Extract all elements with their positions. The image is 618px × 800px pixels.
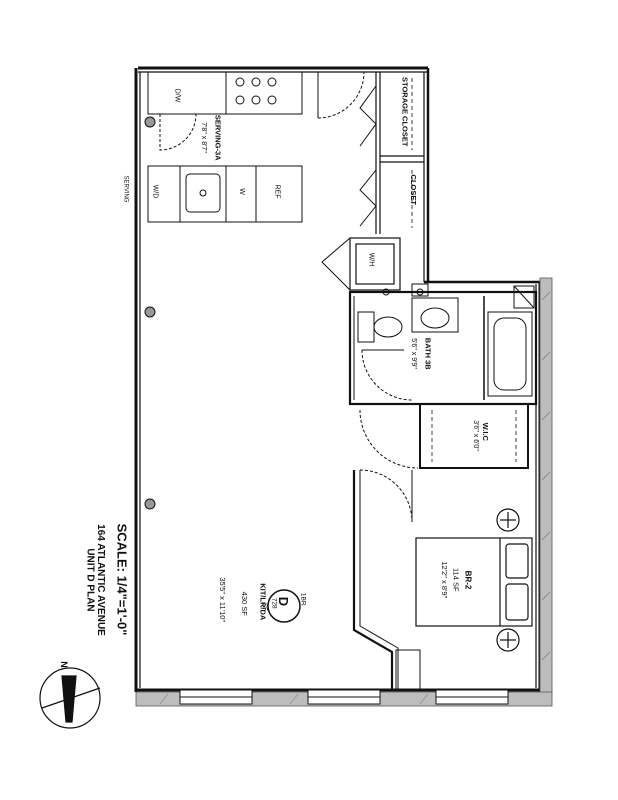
dw-label: D/W xyxy=(173,88,181,103)
title-scale: SCALE: 1/4"=1'-0" xyxy=(114,523,130,636)
kitchen-living-dims: 35'5" x 11'10" xyxy=(218,577,228,623)
masonry-band xyxy=(135,277,553,707)
bedroom-area: 114 SF xyxy=(451,567,461,592)
walk-in-closet xyxy=(359,403,529,469)
mechanical-box xyxy=(382,283,535,309)
windows xyxy=(179,689,509,705)
ref-label: REF xyxy=(273,184,281,199)
unit-area: 728 xyxy=(270,597,278,609)
kitchen-counters xyxy=(147,71,303,223)
bath-dims: 5'6" x 9'9" xyxy=(409,338,417,369)
wic-name: W.I.C xyxy=(480,422,490,441)
wh-label: W/H xyxy=(367,252,375,267)
closet-label: CLOSET xyxy=(408,174,418,205)
columns xyxy=(144,116,156,510)
wd-label-kitchen: W/D xyxy=(151,184,159,199)
unit-letter: D xyxy=(276,596,292,607)
title-block: 164 ATLANTIC AVENUE UNIT D PLAN SCALE: 1… xyxy=(18,523,130,665)
closets xyxy=(359,72,424,234)
entry-door xyxy=(317,71,365,119)
bath-name: BATH 3B xyxy=(423,337,433,370)
title-unit-plan: UNIT D PLAN xyxy=(84,548,96,612)
serving-room-name: SERVING-3A xyxy=(213,114,223,161)
bedroom-partition xyxy=(352,469,421,691)
unit-bedrooms: 1BR xyxy=(299,592,307,606)
storage-closet-label: STORAGE CLOSET xyxy=(400,77,410,147)
serving-room-dims: 7'8" x 8'7" xyxy=(199,122,207,153)
wall-note: SERVING xyxy=(122,175,129,203)
north-label: N xyxy=(58,661,69,668)
w-label: W xyxy=(237,188,245,195)
wic-dims: 3'6" x 6'0" xyxy=(471,420,479,451)
wd-closet xyxy=(321,237,401,291)
unit-tag xyxy=(267,589,301,623)
bathroom xyxy=(348,290,538,406)
kitchen-living-area: 430 SF xyxy=(239,591,249,616)
north-arrow xyxy=(39,667,101,729)
title-address: 164 ATLANTIC AVENUE xyxy=(94,524,106,636)
kitchen-living-name: KIT/LR/DA xyxy=(258,583,268,621)
bedroom-name: BR-2 xyxy=(463,570,473,590)
bedroom-dims: 12'2" x 8'9" xyxy=(440,561,450,599)
bed xyxy=(415,508,533,652)
